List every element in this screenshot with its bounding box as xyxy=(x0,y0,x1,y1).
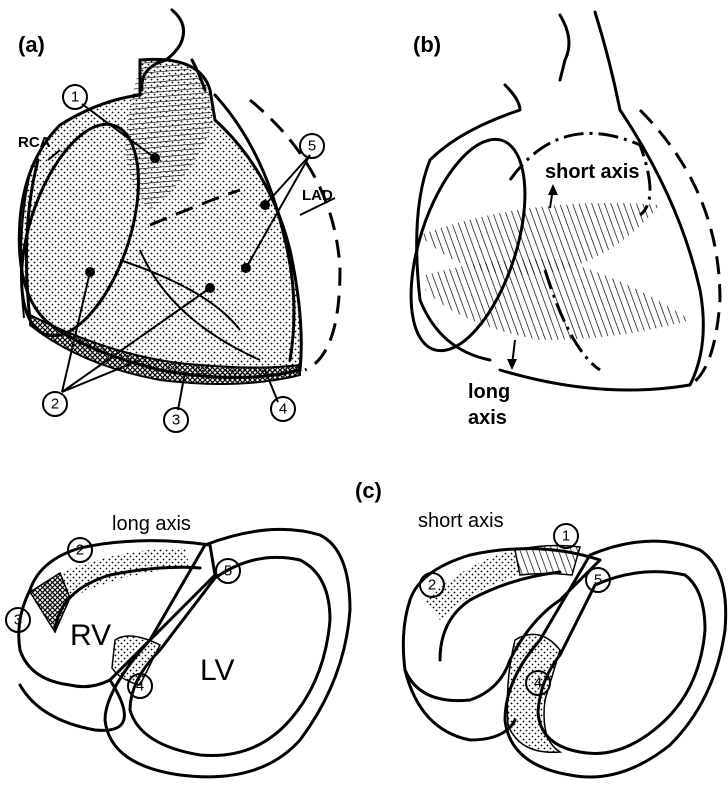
c-short-marker-1: 1 xyxy=(562,528,570,545)
b-aorta-left xyxy=(560,15,569,80)
c-short-marker-4: 4 xyxy=(534,675,542,692)
panel-a-heart: (a) RCA LAD 1 5 2 3 4 xyxy=(0,10,340,432)
c-long-marker-2: 2 xyxy=(76,542,84,559)
long-axis-label-c: long axis xyxy=(112,513,191,535)
a-marker-5: 5 xyxy=(308,138,316,155)
c-short-marker-5: 5 xyxy=(594,572,602,589)
rv-label: RV xyxy=(70,619,111,652)
panel-c-label: (c) xyxy=(355,478,382,503)
c-long-marker-4: 4 xyxy=(136,678,144,695)
long-axis-label-b-line1: long xyxy=(468,381,510,403)
c-long-marker-5: 5 xyxy=(224,563,232,580)
long-axis-plane xyxy=(425,259,690,340)
c-short-marker-2: 2 xyxy=(428,577,436,594)
panel-a-label: (a) xyxy=(18,32,45,57)
long-axis-label-b-line2: axis xyxy=(468,407,507,429)
a-marker-1: 1 xyxy=(71,89,79,106)
b-aorta-right xyxy=(595,12,620,110)
lv-label: LV xyxy=(200,654,234,687)
rca-label: RCA xyxy=(18,134,51,151)
a-marker-3: 3 xyxy=(172,412,180,429)
panel-c-long-axis: RV LV long axis 2 3 5 4 xyxy=(6,513,350,777)
a-marker-4: 4 xyxy=(279,401,287,418)
panel-b-label: (b) xyxy=(413,32,441,57)
c-long-marker-3: 3 xyxy=(14,612,22,629)
b-dashed-right xyxy=(640,110,720,385)
panel-c-short-axis: short axis 1 2 5 4 xyxy=(403,510,725,777)
a-marker-2: 2 xyxy=(51,396,59,413)
rv-wall-segment-1 xyxy=(515,546,580,575)
lad-label: LAD xyxy=(302,187,333,204)
panel-b-heart: (b) short axis long axis xyxy=(388,12,720,429)
short-axis-label-c: short axis xyxy=(418,510,504,532)
short-axis-label-b: short axis xyxy=(545,161,639,183)
